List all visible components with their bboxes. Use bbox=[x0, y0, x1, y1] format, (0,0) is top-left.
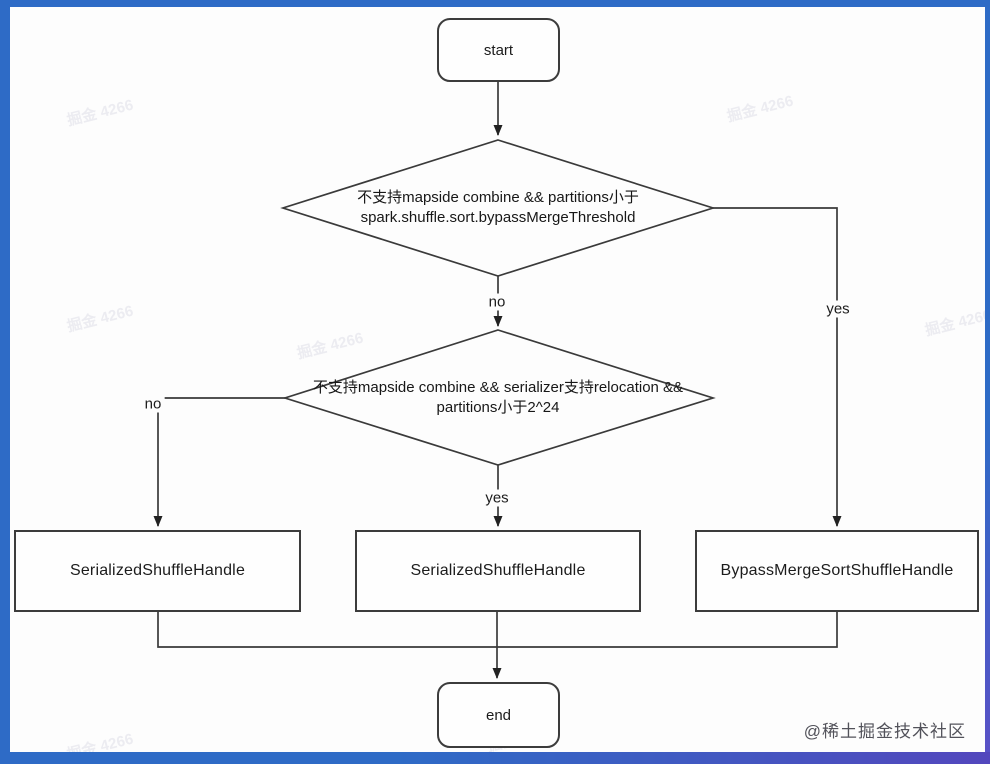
decision1-text: 不支持mapside combine && partitions小于 spark… bbox=[273, 188, 723, 228]
edge-label-decision2-no: no bbox=[141, 395, 165, 413]
decision1-line2: spark.shuffle.sort.bypassMergeThreshold bbox=[360, 209, 636, 226]
connector-decision1-yes bbox=[713, 207, 842, 527]
decision2-line2: partitions小于2^24 bbox=[436, 399, 560, 416]
start-node: start bbox=[437, 18, 560, 82]
result-box-right: BypassMergeSortShuffleHandle bbox=[695, 530, 979, 612]
end-node-label: end bbox=[485, 706, 512, 724]
start-node-label: start bbox=[483, 41, 514, 59]
result-box-left-label: SerializedShuffleHandle bbox=[69, 562, 246, 579]
result-box-right-label: BypassMergeSortShuffleHandle bbox=[720, 562, 954, 579]
edge-label-decision2-yes: yes bbox=[482, 489, 512, 507]
decision1-line1: 不支持mapside combine && partitions小于 bbox=[357, 189, 639, 206]
result-box-middle-label: SerializedShuffleHandle bbox=[410, 562, 586, 579]
decision2-text: 不支持mapside combine && serializer支持reloca… bbox=[263, 378, 733, 418]
edge-label-decision1-yes: yes bbox=[823, 300, 853, 318]
end-node: end bbox=[437, 682, 560, 748]
watermark-credit: @稀土掘金技术社区 bbox=[803, 722, 966, 741]
result-box-left: SerializedShuffleHandle bbox=[14, 530, 301, 612]
edge-label-decision1-no: no bbox=[485, 293, 509, 311]
decision2-line1: 不支持mapside combine && serializer支持reloca… bbox=[312, 379, 684, 396]
result-box-middle: SerializedShuffleHandle bbox=[355, 530, 641, 612]
